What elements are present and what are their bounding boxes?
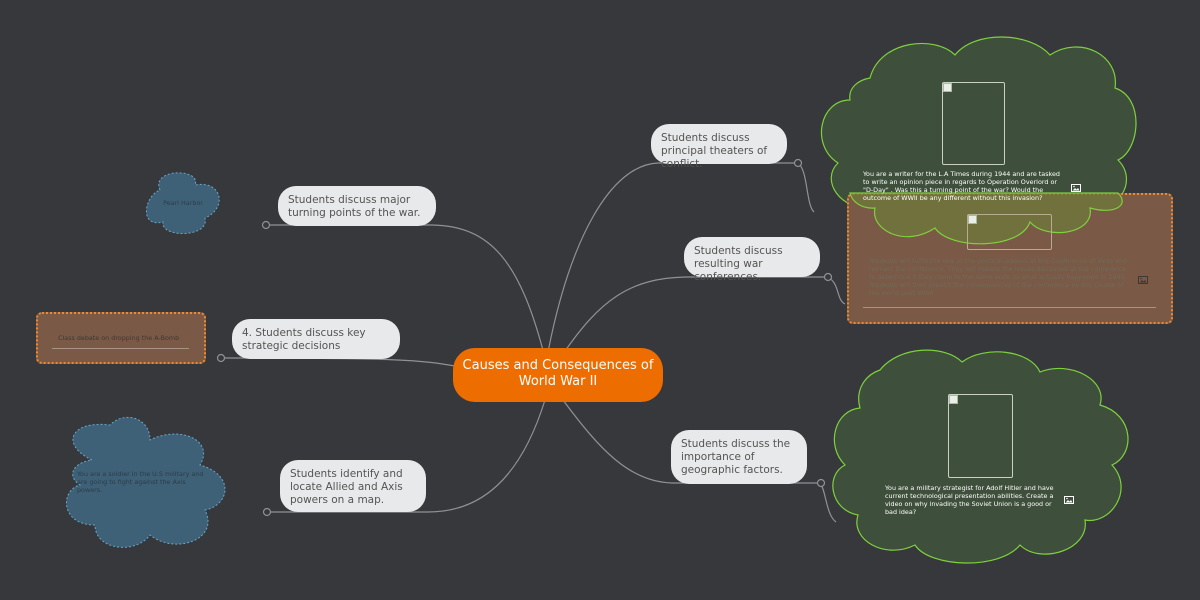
- topic-geographic-label: Students discuss the importance of geogr…: [681, 438, 791, 476]
- root-topic-label: Causes and Consequences of World War II: [462, 358, 654, 389]
- connector-knobs: [216, 158, 833, 517]
- topic-theaters[interactable]: Students discuss principal theaters of c…: [651, 124, 787, 170]
- topic-strategic-decisions[interactable]: 4. Students discuss key strategic decisi…: [232, 319, 400, 359]
- topic-conferences-label: Students discuss resulting war conferenc…: [694, 245, 783, 283]
- topic-conferences[interactable]: Students discuss resulting war conferenc…: [684, 237, 820, 283]
- writer-image-placeholder: [942, 82, 1005, 165]
- knob-conferences[interactable]: [823, 272, 833, 282]
- connector-strategic: [219, 357, 456, 367]
- connector-conferences: [562, 276, 827, 355]
- topic-allied-axis[interactable]: Students identify and locate Allied and …: [280, 460, 426, 512]
- topic-allied-axis-label: Students identify and locate Allied and …: [290, 468, 403, 506]
- topic-turning-points[interactable]: Students discuss major turning points of…: [278, 186, 436, 226]
- pearl-harbor-cloud[interactable]: [146, 172, 220, 234]
- image-icon[interactable]: [1138, 276, 1148, 284]
- strategist-cloud[interactable]: [832, 349, 1129, 564]
- conference-text: Students will fulfill the role of the po…: [869, 257, 1127, 297]
- knob-theaters[interactable]: [793, 158, 803, 168]
- connector-turning-points: [268, 224, 546, 359]
- conference-image-placeholder: [967, 214, 1052, 250]
- writer-broken-image-icon: [943, 83, 952, 92]
- strategist-broken-image-icon: [949, 395, 958, 404]
- image-icon[interactable]: [1071, 184, 1081, 192]
- pearl-harbor-text: Pearl Harbor: [163, 199, 203, 207]
- topic-strategic-decisions-label: 4. Students discuss key strategic decisi…: [242, 327, 366, 352]
- root-topic[interactable]: Causes and Consequences of World War II: [453, 348, 663, 402]
- knob-allied-axis[interactable]: [262, 507, 272, 517]
- class-debate-text: Class debate on dropping the A-Bomb: [58, 334, 180, 342]
- connector-allied-axis: [268, 399, 546, 513]
- strategist-image-placeholder: [948, 394, 1013, 478]
- topic-turning-points-label: Students discuss major turning points of…: [288, 194, 421, 219]
- image-icon[interactable]: [1064, 496, 1074, 504]
- soldier-text: You are a soldier in the U.S military an…: [77, 470, 204, 494]
- connectors: [219, 162, 846, 523]
- link-writer-note: [797, 162, 815, 213]
- class-debate-note-box[interactable]: [36, 312, 206, 364]
- connector-geographic: [562, 399, 820, 484]
- knob-strategic[interactable]: [216, 353, 226, 363]
- class-debate-underline: [52, 348, 189, 349]
- conference-broken-image-icon: [968, 215, 977, 224]
- topic-theaters-label: Students discuss principal theaters of c…: [661, 132, 768, 170]
- link-conference-note: [826, 276, 846, 305]
- knob-geographic[interactable]: [816, 478, 826, 488]
- writer-text: You are a writer for the L.A Times durin…: [863, 170, 1060, 202]
- connector-theaters: [547, 162, 798, 353]
- soldier-cloud[interactable]: [66, 416, 226, 548]
- conference-underline: [863, 307, 1156, 308]
- topic-geographic[interactable]: Students discuss the importance of geogr…: [671, 430, 807, 484]
- knob-turning-points[interactable]: [261, 220, 271, 230]
- strategist-text: You are a military strategist for Adolf …: [885, 484, 1054, 516]
